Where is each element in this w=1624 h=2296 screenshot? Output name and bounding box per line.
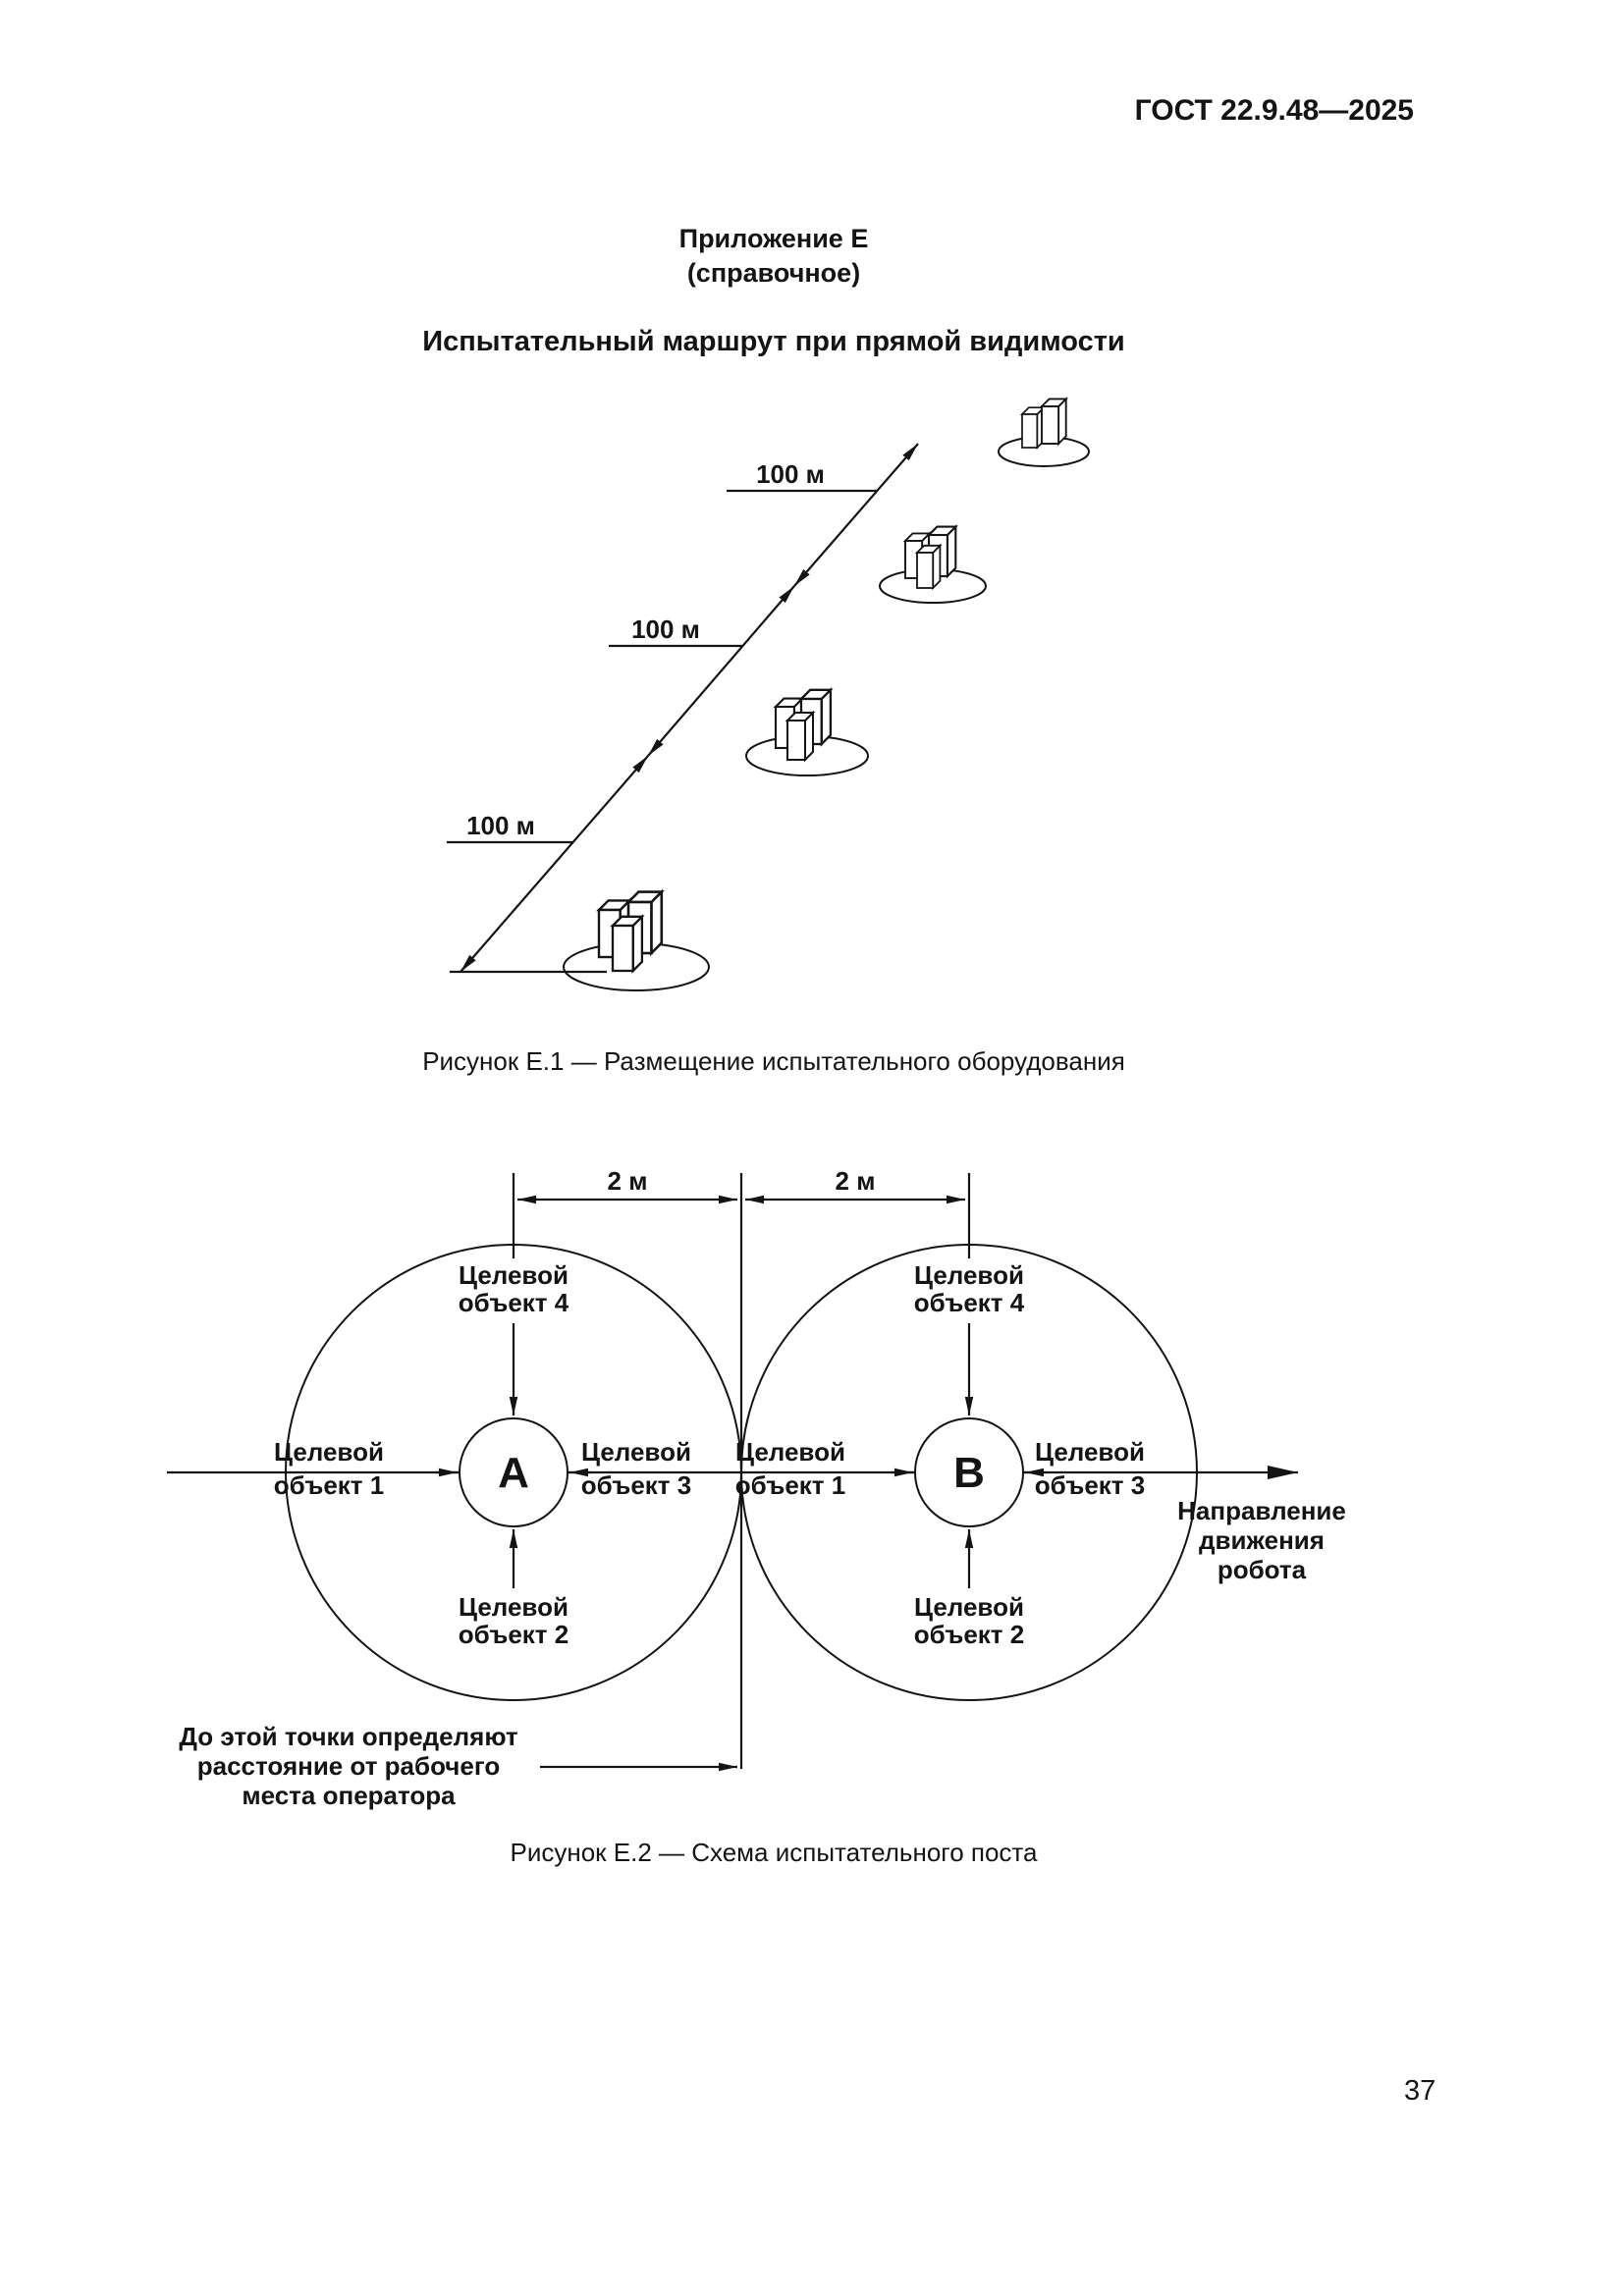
target3-label-b-line1: Целевой: [1035, 1437, 1145, 1467]
appendix-name: Приложение Е: [678, 224, 869, 253]
figure-e1-caption: Рисунок Е.1 — Размещение испытательного …: [422, 1046, 1125, 1076]
direction-label-line1: Направление: [1177, 1496, 1346, 1525]
figure-e2-diagram: 2 м 2 м А В Целевой объект 1 Целевой объ…: [167, 1166, 1346, 1810]
target1-label-a-line1: Целевой: [274, 1437, 384, 1467]
target1-label-a-line2: объект 1: [274, 1470, 384, 1500]
distance-label-2: 100 м: [631, 614, 700, 644]
equipment-cluster-3: [745, 688, 869, 776]
target3-label-b-line2: объект 3: [1035, 1470, 1145, 1500]
target2-label-a-line2: объект 2: [459, 1620, 568, 1649]
distance-label-3: 100 м: [466, 811, 535, 840]
doc-number: ГОСТ 22.9.48—2025: [1134, 94, 1414, 127]
equipment-cluster-1: [998, 398, 1090, 467]
target4-label-a-line2: объект 4: [459, 1288, 569, 1317]
distance-label-1: 100 м: [756, 459, 825, 489]
operator-note-line3: места оператора: [242, 1781, 456, 1810]
appendix-kind: (справочное): [686, 258, 861, 288]
direction-label-line2: движения: [1199, 1525, 1325, 1555]
route-segment-1: [460, 755, 649, 973]
target3-label-a-line1: Целевой: [581, 1437, 691, 1467]
target4-label-b-line2: объект 4: [914, 1288, 1025, 1317]
target2-label-a-line1: Целевой: [459, 1592, 568, 1622]
figure-e2-caption: Рисунок Е.2 — Схема испытательного поста: [510, 1838, 1038, 1867]
route-segment-3: [793, 443, 919, 587]
direction-label-line3: робота: [1218, 1555, 1307, 1584]
appendix-title: Испытательный маршрут при прямой видимос…: [422, 326, 1125, 357]
dim-label-right: 2 м: [836, 1166, 876, 1196]
zone-b-circle: [914, 1417, 1024, 1527]
zone-b-letter: В: [953, 1449, 985, 1497]
figure-e1-diagram: 100 м 100 м 100 м: [447, 398, 1090, 991]
target3-label-a-line2: объект 3: [581, 1470, 691, 1500]
equipment-cluster-2: [879, 525, 987, 604]
zone-a-circle: [459, 1417, 568, 1527]
operator-note-line1: До этой точки определяют: [179, 1722, 518, 1751]
route-segment-2: [647, 585, 795, 757]
target4-label-b-line1: Целевой: [914, 1260, 1024, 1290]
page-number: 37: [1404, 2075, 1436, 2107]
zone-a-letter: А: [498, 1449, 529, 1497]
target2-label-b-line1: Целевой: [914, 1592, 1024, 1622]
operator-note-line2: расстояние от рабочего: [197, 1751, 500, 1781]
target4-label-a-line1: Целевой: [459, 1260, 568, 1290]
equipment-cluster-4: [563, 890, 710, 991]
dim-label-left: 2 м: [608, 1166, 648, 1196]
target2-label-b-line2: объект 2: [914, 1620, 1024, 1649]
target1-label-b-line2: объект 1: [735, 1470, 845, 1500]
target1-label-b-line1: Целевой: [735, 1437, 845, 1467]
